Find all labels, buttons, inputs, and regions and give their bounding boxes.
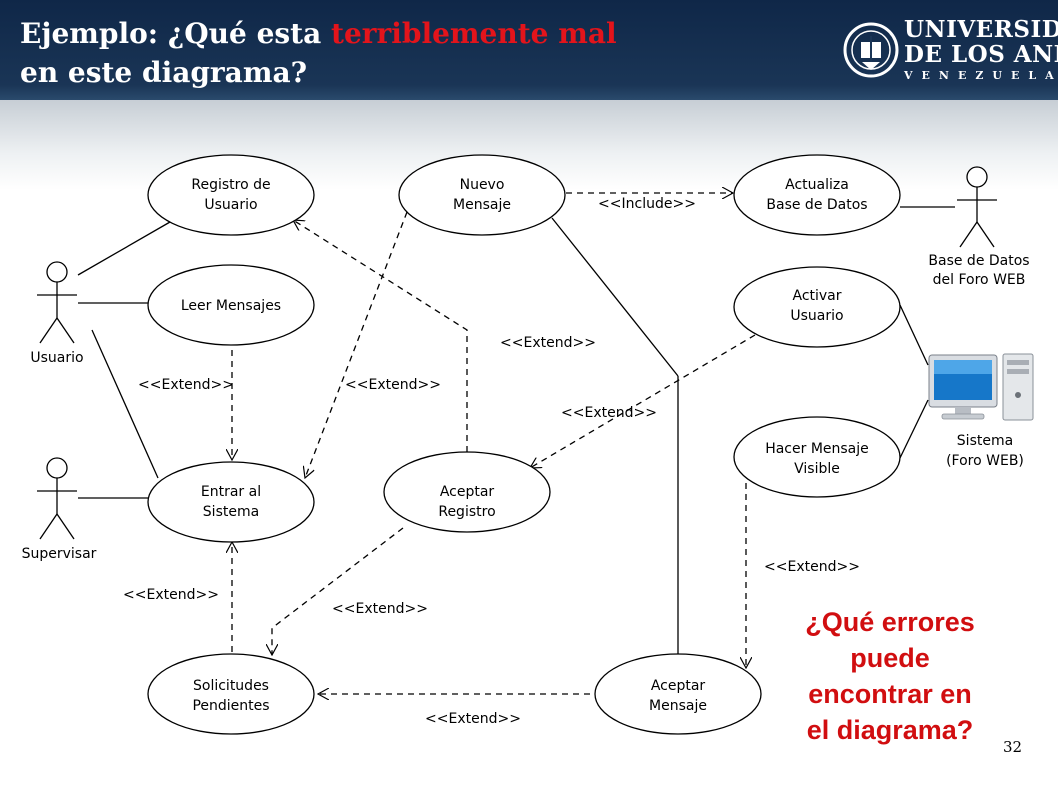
usecase-hacer-visible-ellipse	[733, 416, 901, 498]
usecase-actualiza-ellipse	[733, 154, 901, 236]
title-highlight: terriblemente mal	[331, 17, 617, 50]
usecase-aceptar-mensaje-label-2: Mensaje	[649, 698, 707, 714]
usecase-actualiza-label-2: Base de Datos	[766, 197, 867, 213]
logo-text-line-3: VENEZUELA	[904, 69, 1058, 82]
extend-aceptar-registro-solicitudes	[272, 527, 404, 655]
usecase-nuevo-label-2: Mensaje	[453, 197, 511, 213]
usecase-hacer-visible-label-1: Hacer Mensaje	[765, 441, 869, 457]
university-seal-icon	[843, 22, 899, 78]
association-visible-sistema	[899, 399, 929, 459]
question-line-4: el diagrama?	[806, 715, 974, 745]
extend-label-activar-aceptar-registro: <<Extend>>	[561, 405, 657, 421]
question-text: ¿Qué errores puede encontrar en el diagr…	[770, 604, 1010, 748]
extend-aceptar-registro-registro	[293, 220, 468, 452]
usecase-leer-label: Leer Mensajes	[181, 298, 281, 314]
slide-header	[0, 0, 1058, 100]
question-line-1: ¿Qué errores	[805, 607, 975, 637]
title-line-2: en este diagrama?	[20, 56, 307, 89]
usecase-solicitudes-label-1: Solicitudes	[193, 678, 269, 694]
computer-icon	[928, 353, 1034, 421]
extend-label-aceptar-registro-registro: <<Extend>>	[500, 335, 596, 351]
logo-text-line-1: UNIVERSIDAD	[904, 16, 1058, 43]
usecase-entrar-label-1: Entrar al	[201, 484, 261, 500]
usecase-registro-label-2: Usuario	[204, 197, 257, 213]
usecase-aceptar-registro-ellipse	[383, 451, 551, 533]
actor-base-datos-figure	[957, 166, 997, 248]
association-usuario-entrar	[91, 329, 159, 479]
actor-base-datos-label-1: Base de Datos	[928, 253, 1029, 269]
usecase-entrar-label-2: Sistema	[203, 504, 259, 520]
usecase-nuevo-label-1: Nuevo	[460, 177, 505, 193]
usecase-leer-ellipse	[147, 264, 315, 346]
usecase-aceptar-mensaje-ellipse	[594, 653, 762, 735]
slide-title: Ejemplo: ¿Qué esta terriblemente mal en …	[20, 14, 720, 92]
actor-sistema-label-1: Sistema	[957, 433, 1013, 449]
logo-text-line-2: DE LOS ANDES	[904, 41, 1058, 68]
extend-label-solicitudes-entrar: <<Extend>>	[123, 587, 219, 603]
actor-supervisar-figure	[37, 457, 77, 540]
question-line-3: encontrar en	[808, 679, 972, 709]
usecase-hacer-visible-label-2: Visible	[794, 461, 840, 477]
extend-nuevo-entrar	[305, 211, 408, 478]
extend-label-aceptar-registro-solicitudes: <<Extend>>	[332, 601, 428, 617]
question-line-2: puede	[850, 643, 930, 673]
extend-label-leer-entrar: <<Extend>>	[138, 377, 234, 393]
actor-supervisar-label: Supervisar	[22, 546, 97, 562]
usecase-registro-ellipse	[147, 154, 315, 236]
page-number: 32	[1003, 738, 1023, 756]
usecase-registro-label-1: Registro de	[191, 177, 270, 193]
usecase-activar-label-2: Usuario	[790, 308, 843, 324]
usecase-aceptar-registro-label-1: Aceptar	[440, 484, 495, 500]
usecase-activar-label-1: Activar	[792, 288, 841, 304]
extend-label-aceptar-mensaje-solicitudes: <<Extend>>	[425, 711, 521, 727]
usecase-nuevo-ellipse	[398, 154, 566, 236]
association-usuario-registro	[77, 221, 171, 276]
usecase-solicitudes-label-2: Pendientes	[192, 698, 269, 714]
extend-label-hacer-visible-aceptar-mensaje: <<Extend>>	[764, 559, 860, 575]
actor-usuario-figure	[37, 261, 77, 344]
include-label: <<Include>>	[598, 196, 696, 212]
usecase-aceptar-registro-label-2: Registro	[438, 504, 495, 520]
usecase-activar-ellipse	[733, 266, 901, 348]
university-logo: UNIVERSIDAD DE LOS ANDES VENEZUELA	[842, 14, 1058, 86]
usecase-solicitudes-ellipse	[147, 653, 315, 735]
usecase-entrar-ellipse	[147, 461, 315, 543]
usecase-actualiza-label-1: Actualiza	[785, 177, 849, 193]
association-nuevo-aceptar-mensaje	[551, 217, 679, 377]
extend-label-nuevo-entrar: <<Extend>>	[345, 377, 441, 393]
actor-base-datos-label-2: del Foro WEB	[933, 272, 1026, 288]
usecase-aceptar-mensaje-label-1: Aceptar	[651, 678, 706, 694]
actor-usuario-label: Usuario	[30, 350, 83, 366]
actor-sistema-label-2: (Foro WEB)	[946, 453, 1024, 469]
extend-activar-aceptar-registro	[530, 334, 756, 468]
title-part-1: Ejemplo: ¿Qué esta	[20, 17, 332, 50]
association-activar-sistema	[899, 304, 929, 366]
